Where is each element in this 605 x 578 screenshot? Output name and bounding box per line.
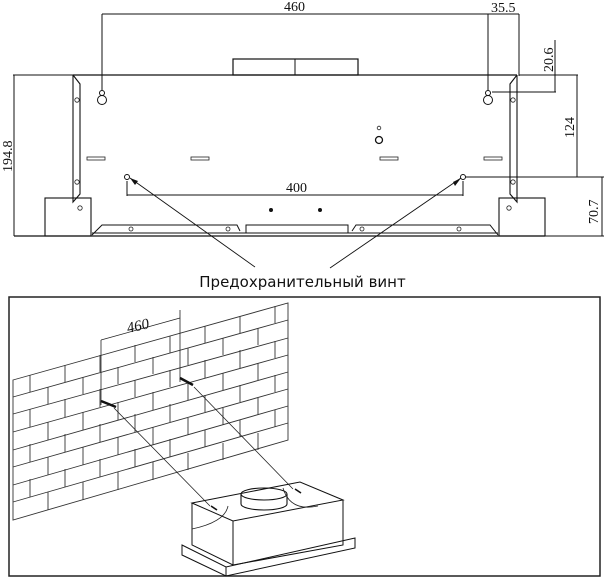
- iso-dim-460: 460: [125, 316, 151, 337]
- keyhole-right-icon: [483, 90, 493, 105]
- front-view: 460 35.5 20.6 124 70.7 194.8: [1, 0, 604, 269]
- safety-screw-left: [124, 174, 130, 180]
- dim-70-7: 70.7: [587, 200, 602, 225]
- dim-124: 124: [563, 117, 578, 138]
- keyhole-left-icon: [97, 90, 107, 105]
- safety-screw-label: Предохранительный винт: [199, 273, 406, 291]
- leader-left: [129, 177, 256, 268]
- wall-hook-left-icon: [100, 399, 117, 409]
- isometric-frame: [8, 296, 601, 577]
- brick-wall: [12, 302, 289, 521]
- dim-35-5: 35.5: [491, 1, 516, 16]
- dim-20-6: 20.6: [542, 48, 557, 73]
- dim-460-top: 460: [284, 0, 305, 15]
- safety-screw-right: [460, 174, 466, 180]
- dim-400: 400: [286, 181, 307, 196]
- iso-dimension-460: 460: [100, 310, 181, 405]
- wall-hook-right-icon: [179, 376, 194, 387]
- cooker-hood-unit: [181, 481, 356, 577]
- dim-194-8: 194.8: [1, 141, 16, 173]
- exhaust-collar: [240, 487, 288, 511]
- leader-right: [329, 177, 462, 269]
